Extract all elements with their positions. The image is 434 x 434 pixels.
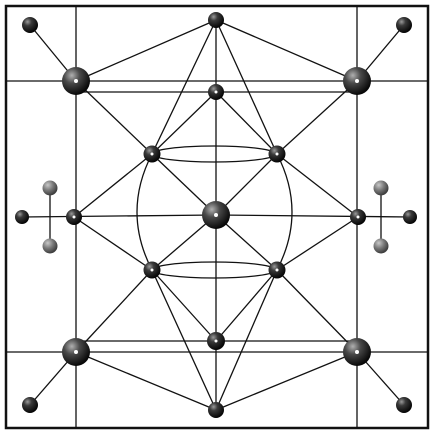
- bond-right-down: [276, 216, 359, 271]
- highlight-dot: [214, 213, 218, 217]
- highlight-dot: [214, 339, 218, 343]
- cage-ring-bottom: [151, 261, 277, 279]
- bond-upper-d: [215, 91, 278, 155]
- bond-axis-left: [21, 214, 217, 218]
- bond-tl-inner: [75, 80, 153, 155]
- grey-atom: [42, 238, 58, 254]
- bond-top-left: [75, 19, 217, 82]
- highlight-dot: [355, 79, 359, 83]
- grey-atom: [42, 180, 58, 196]
- bond-lower-b: [215, 269, 278, 411]
- apex-atom: [208, 12, 224, 28]
- bond-left-up: [73, 153, 153, 218]
- edge-atom: [403, 210, 417, 224]
- corner-atom: [396, 17, 412, 33]
- bond-center-bl: [151, 214, 217, 271]
- apex-atom: [208, 402, 224, 418]
- grey-atom: [373, 180, 389, 196]
- cage-arc-left: [136, 153, 153, 271]
- highlight-dot: [150, 268, 154, 272]
- bond-lower-c: [151, 269, 217, 342]
- frame: [4, 4, 430, 430]
- atom-highlights: [72, 79, 360, 354]
- bond-top-right: [215, 19, 358, 82]
- outer-border: [4, 4, 430, 430]
- atoms: [15, 12, 417, 418]
- edge-atom: [15, 210, 29, 224]
- corner-atom: [22, 17, 38, 33]
- highlight-dot: [356, 215, 360, 219]
- bond-upper-a: [151, 19, 217, 155]
- bond-bl-inner: [75, 269, 153, 353]
- bond-left-down: [73, 216, 153, 271]
- bond-upper-c: [151, 91, 217, 155]
- corner-atom: [396, 397, 412, 413]
- highlight-dot: [150, 152, 154, 156]
- bond-lower-a: [151, 269, 217, 411]
- corner-atom: [22, 397, 38, 413]
- bond-center-tl: [151, 153, 217, 216]
- highlight-dot: [74, 79, 78, 83]
- bond-bottom-left: [75, 351, 217, 411]
- bond-lower-d: [215, 269, 278, 342]
- bond-upper-b: [215, 19, 278, 155]
- bond-bottom-right: [215, 351, 358, 411]
- cage-ring-top: [151, 145, 277, 163]
- bond-tr-inner: [276, 80, 358, 155]
- highlight-dot: [275, 152, 279, 156]
- bond-center-tr: [215, 153, 278, 216]
- bond-axis-right: [215, 214, 411, 218]
- highlight-dot: [275, 268, 279, 272]
- bond-right-up: [276, 153, 359, 218]
- highlight-dot: [72, 215, 76, 219]
- grey-atom: [373, 238, 389, 254]
- cage-arc-right: [276, 153, 293, 271]
- highlight-dot: [214, 90, 218, 94]
- bond-br-inner: [276, 269, 358, 353]
- highlight-dot: [74, 350, 78, 354]
- highlight-dot: [355, 350, 359, 354]
